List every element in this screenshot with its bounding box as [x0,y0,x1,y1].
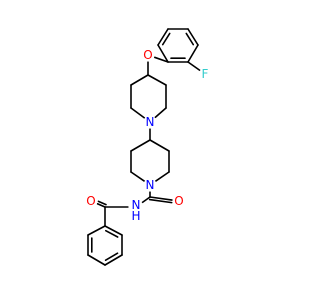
bond-C11-O3 [96,202,106,208]
atom-ether-oxygen: O [141,48,155,62]
bond-pa6-pa1-double [161,32,171,46]
bond-pa4-F [187,61,201,72]
bond-b1-b2 [104,225,123,236]
bond-pa5-O1 [153,56,169,63]
bond-N2-d2b [130,171,146,182]
fluorine-label: F [202,67,209,81]
atom-labels: O F N N O N H O [84,48,211,223]
bond-c4-c3a [147,74,167,86]
bond-pa6-pa1 [157,28,169,46]
atom-piperidine-nitrogen-lower: N [143,178,157,192]
piperidine-nitrogen-lower-label: N [146,178,155,192]
atom-piperidine-nitrogen-upper: N [143,115,157,129]
bond-b6-b1 [87,225,106,236]
amide-hydrogen-label: H [131,209,140,223]
amide-nitrogen-label: N [132,198,141,212]
bond-d2a-N2 [154,171,170,182]
carbonyl-oxygen-acetyl-label: O [174,194,183,208]
bonds [87,28,201,266]
bond-pa2-pa3-double [185,32,195,46]
atom-carbonyl-oxygen-benzoyl: O [84,194,98,208]
bond-C9-O2 [149,196,173,201]
bond-d4-d3a [149,139,170,152]
bond-b3-b4 [104,254,123,266]
atom-amide-nitrogen: N H [128,198,144,223]
bond-c2a-N1 [154,107,167,119]
atom-fluorine: F [199,67,211,81]
molecule-structure: O F N N O N H O [84,28,211,266]
piperidine-nitrogen-upper-label: N [146,115,155,129]
carbonyl-oxygen-benzoyl-label: O [86,194,95,208]
bond-N1-c2b [130,107,146,119]
bond-b1-b2-double [104,229,119,238]
ether-oxygen-label: O [143,48,152,62]
bond-pa5-pa6 [157,44,169,63]
bond-c3b-c4 [130,74,149,86]
bond-d3b-d4 [130,139,151,152]
atom-carbonyl-oxygen-acetyl: O [172,194,186,208]
bond-C11-O3-double [97,200,107,206]
bond-C9-O2-double [148,198,173,204]
bond-pa2-pa3 [187,28,199,46]
bond-pa3-pa4 [187,44,199,63]
bond-b4-b5 [87,254,106,266]
bond-b3-b4-double [104,252,119,262]
